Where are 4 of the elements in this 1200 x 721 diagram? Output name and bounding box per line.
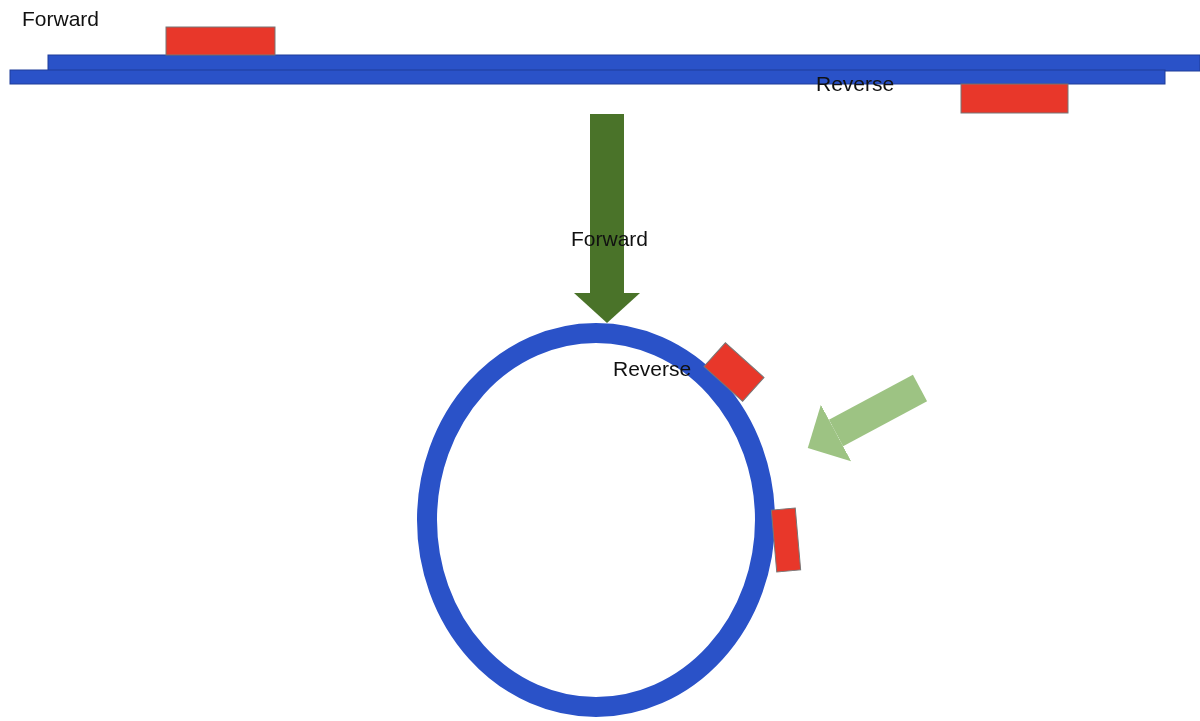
block-arrow <box>807 374 928 462</box>
block-arrow <box>574 114 640 323</box>
primer-label: Reverse <box>816 72 895 96</box>
primer-label: Forward <box>22 7 100 31</box>
